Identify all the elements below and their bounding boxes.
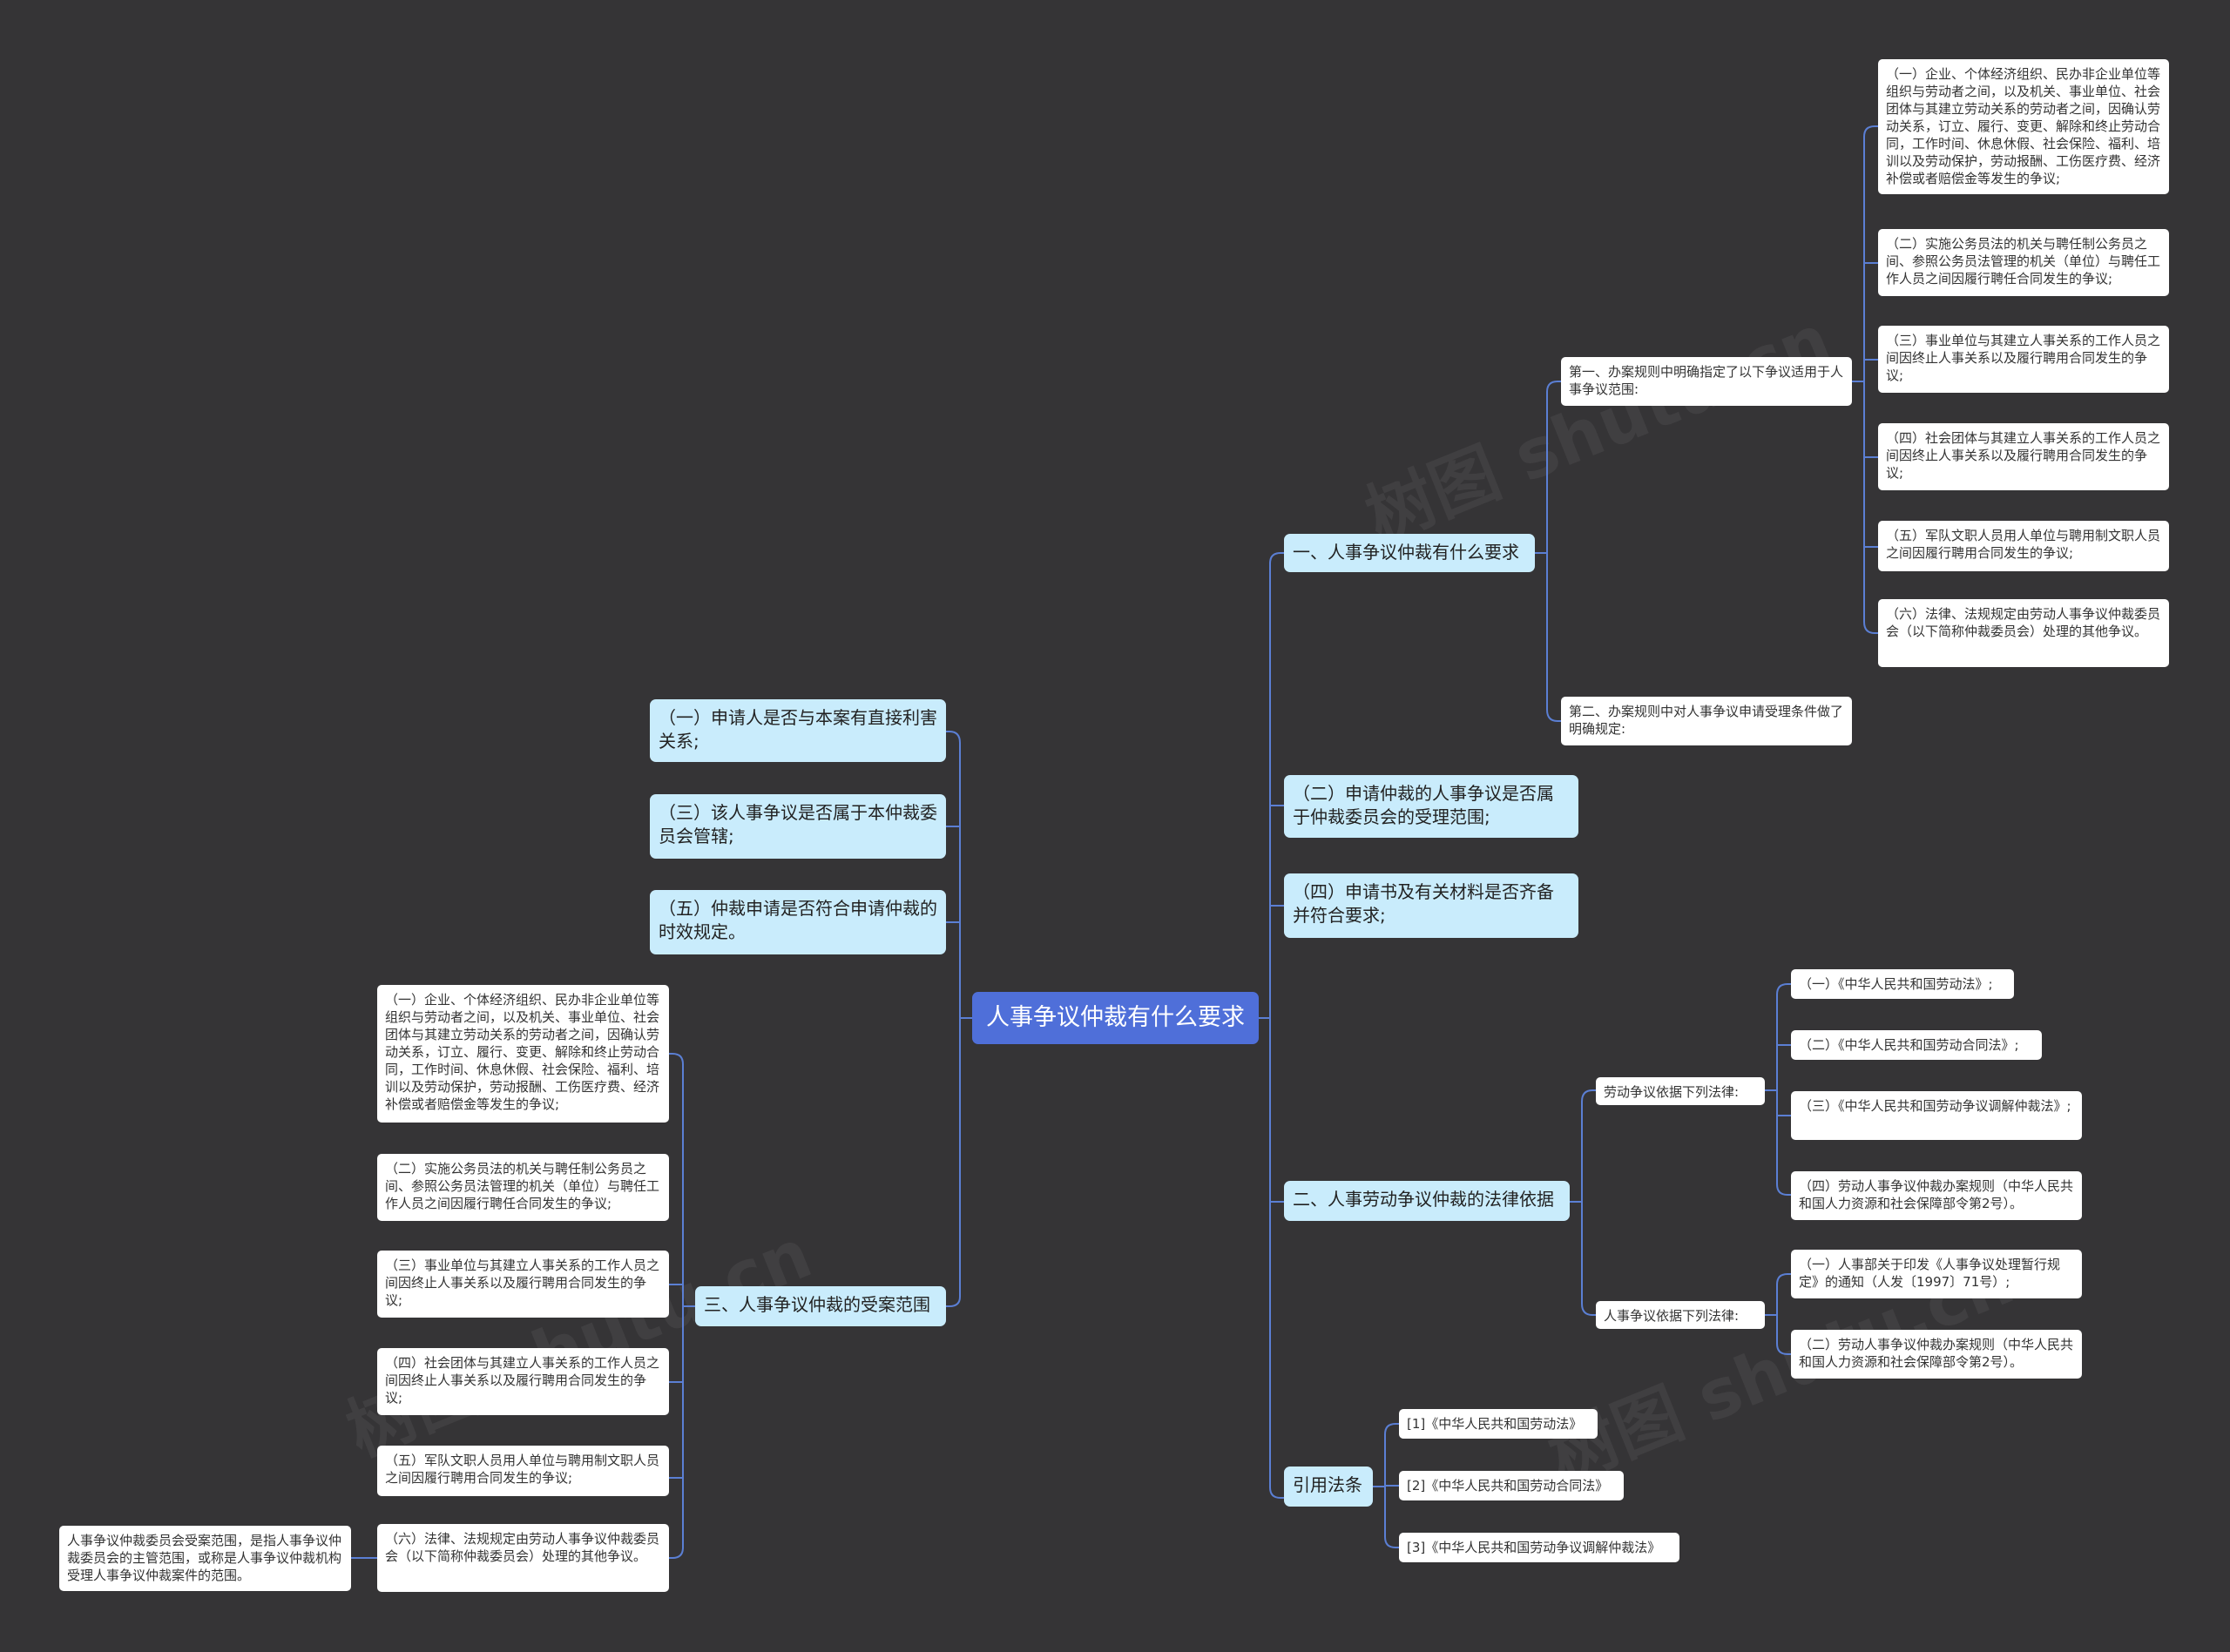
- scope-item-3[interactable]: （三）事业单位与其建立人事关系的工作人员之间因终止人事关系以及履行聘用合同发生的…: [377, 1251, 669, 1318]
- branch-direct-interest-check[interactable]: （一）申请人是否与本案有直接利害关系;: [650, 699, 946, 762]
- cited-law-2[interactable]: [2]《中华人民共和国劳动合同法》: [1399, 1471, 1624, 1500]
- scope-item-4[interactable]: （四）社会团体与其建立人事关系的工作人员之间因终止人事关系以及履行聘用合同发生的…: [377, 1348, 669, 1415]
- rule-two-acceptance-conditions[interactable]: 第二、办案规则中对人事争议申请受理条件做了明确规定:: [1561, 697, 1852, 745]
- branch-scope-check[interactable]: （二）申请仲裁的人事争议是否属于仲裁委员会的受理范围;: [1284, 775, 1578, 838]
- scope-note[interactable]: 人事争议仲裁委员会受案范围，是指人事争议仲裁委员会的主管范围，或称是人事争议仲裁…: [59, 1526, 351, 1591]
- cited-law-1[interactable]: [1]《中华人民共和国劳动法》: [1399, 1409, 1598, 1439]
- scope-item-1[interactable]: （一）企业、个体经济组织、民办非企业单位等组织与劳动者之间，以及机关、事业单位、…: [377, 985, 669, 1123]
- branch-acceptance-scope[interactable]: 三、人事争议仲裁的受案范围: [695, 1286, 946, 1326]
- rule-one-dispute-scope[interactable]: 第一、办案规则中明确指定了以下争议适用于人事争议范围:: [1561, 357, 1852, 406]
- rule1-item-2[interactable]: （二）实施公务员法的机关与聘任制公务员之间、参照公务员法管理的机关（单位）与聘任…: [1878, 229, 2169, 296]
- labor-law-4[interactable]: （四）劳动人事争议仲裁办案规则（中华人民共和国人力资源和社会保障部令第2号）。: [1791, 1171, 2082, 1220]
- cited-law-3[interactable]: [3]《中华人民共和国劳动争议调解仲裁法》: [1399, 1533, 1679, 1562]
- branch-cited-laws[interactable]: 引用法条: [1284, 1467, 1373, 1507]
- branch-materials-check[interactable]: （四）申请书及有关材料是否齐备并符合要求;: [1284, 873, 1578, 938]
- scope-item-2[interactable]: （二）实施公务员法的机关与聘任制公务员之间、参照公务员法管理的机关（单位）与聘任…: [377, 1154, 669, 1221]
- branch-legal-basis[interactable]: 二、人事劳动争议仲裁的法律依据: [1284, 1181, 1570, 1221]
- personnel-law-2[interactable]: （二）劳动人事争议仲裁办案规则（中华人民共和国人力资源和社会保障部令第2号）。: [1791, 1330, 2082, 1379]
- labor-dispute-basis[interactable]: 劳动争议依据下列法律:: [1596, 1077, 1765, 1105]
- scope-item-6[interactable]: （六）法律、法规规定由劳动人事争议仲裁委员会（以下简称仲裁委员会）处理的其他争议…: [377, 1524, 669, 1592]
- branch-time-limit-check[interactable]: （五）仲裁申请是否符合申请仲裁的时效规定。: [650, 890, 946, 954]
- rule1-item-3[interactable]: （三）事业单位与其建立人事关系的工作人员之间因终止人事关系以及履行聘用合同发生的…: [1878, 326, 2169, 393]
- branch-arbitration-requirements[interactable]: 一、人事争议仲裁有什么要求: [1284, 534, 1535, 572]
- branch-jurisdiction-check[interactable]: （三）该人事争议是否属于本仲裁委员会管辖;: [650, 794, 946, 859]
- rule1-item-5[interactable]: （五）军队文职人员用人单位与聘用制文职人员之间因履行聘用合同发生的争议;: [1878, 521, 2169, 571]
- labor-law-3[interactable]: （三）《中华人民共和国劳动争议调解仲裁法》;: [1791, 1091, 2082, 1140]
- personnel-dispute-basis[interactable]: 人事争议依据下列法律:: [1596, 1301, 1765, 1329]
- scope-item-5[interactable]: （五）军队文职人员用人单位与聘用制文职人员之间因履行聘用合同发生的争议;: [377, 1446, 669, 1496]
- rule1-item-1[interactable]: （一）企业、个体经济组织、民办非企业单位等组织与劳动者之间，以及机关、事业单位、…: [1878, 59, 2169, 194]
- rule1-item-4[interactable]: （四）社会团体与其建立人事关系的工作人员之间因终止人事关系以及履行聘用合同发生的…: [1878, 423, 2169, 490]
- labor-law-1[interactable]: （一）《中华人民共和国劳动法》;: [1791, 969, 2014, 999]
- root-topic[interactable]: 人事争议仲裁有什么要求: [972, 992, 1259, 1044]
- personnel-law-1[interactable]: （一）人事部关于印发《人事争议处理暂行规定》的通知（人发〔1997〕71号）;: [1791, 1250, 2082, 1298]
- rule1-item-6[interactable]: （六）法律、法规规定由劳动人事争议仲裁委员会（以下简称仲裁委员会）处理的其他争议…: [1878, 599, 2169, 667]
- labor-law-2[interactable]: （二）《中华人民共和国劳动合同法》;: [1791, 1030, 2042, 1060]
